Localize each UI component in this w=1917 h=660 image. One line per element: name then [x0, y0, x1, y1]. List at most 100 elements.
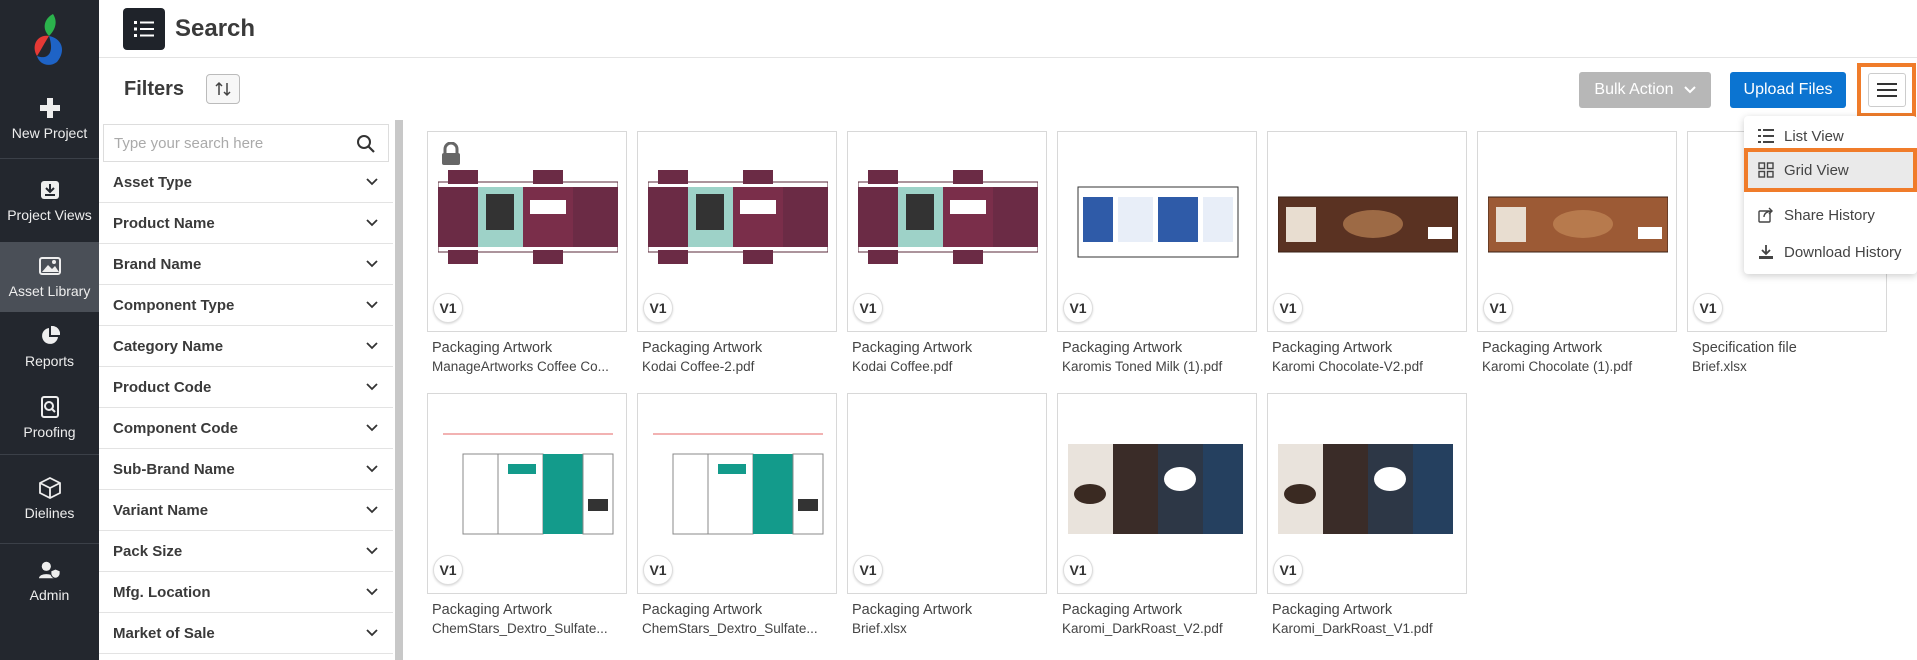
asset-filename[interactable]: Kodai Coffee-2.pdf	[642, 359, 755, 374]
version-badge: V1	[433, 293, 463, 323]
asset-filename[interactable]: Karomi_DarkRoast_V2.pdf	[1062, 621, 1223, 636]
asset-thumbnail[interactable]: V1	[427, 131, 627, 332]
asset-filename[interactable]: Karomis Toned Milk (1).pdf	[1062, 359, 1223, 374]
upload-files-button[interactable]: Upload Files	[1730, 72, 1846, 108]
filter-component-type[interactable]: Component Type	[99, 285, 393, 326]
asset-category: Specification file	[1692, 340, 1797, 356]
menu-item-label: List View	[1784, 127, 1844, 145]
asset-thumbnail[interactable]: V1	[427, 393, 627, 594]
nav-label: Reports	[24, 353, 75, 369]
bulk-action-button[interactable]: Bulk Action	[1579, 72, 1711, 108]
filter-label: Product Code	[113, 378, 212, 396]
page-title: Search	[175, 14, 256, 42]
sort-toggle-button[interactable]	[206, 74, 241, 104]
chevron-down-icon	[366, 465, 378, 473]
asset-filename[interactable]: Karomi_DarkRoast_V1.pdf	[1272, 621, 1433, 636]
filter-pack-size[interactable]: Pack Size	[99, 531, 393, 572]
grid-view-icon	[1758, 162, 1774, 178]
asset-thumbnail[interactable]: V1	[1267, 131, 1467, 332]
version-badge: V1	[1063, 555, 1093, 585]
filter-label: Component Type	[113, 296, 235, 314]
asset-thumbnail[interactable]: V1	[637, 393, 837, 594]
artwork-thumbnail	[1278, 444, 1453, 534]
pie-chart-icon	[39, 325, 61, 347]
version-badge: V1	[643, 293, 673, 323]
nav-project-views[interactable]: Project Views	[0, 159, 99, 242]
list-menu-button[interactable]	[123, 7, 165, 50]
search-icon[interactable]	[356, 134, 376, 154]
nav-dielines[interactable]: Dielines	[0, 455, 99, 543]
filter-mfg-location[interactable]: Mfg. Location	[99, 572, 393, 613]
artwork-thumbnail	[653, 433, 824, 535]
asset-filename[interactable]: Kodai Coffee.pdf	[852, 359, 953, 374]
menu-item-grid-view[interactable]: Grid View	[1744, 148, 1917, 192]
chevron-down-icon	[366, 301, 378, 309]
filter-product-code[interactable]: Product Code	[99, 367, 393, 408]
top-bar: Search	[99, 0, 1917, 58]
nav-label: Project Views	[7, 206, 92, 223]
asset-thumbnail[interactable]: V1	[847, 393, 1047, 594]
asset-thumbnail[interactable]: V1	[637, 131, 837, 332]
asset-thumbnail[interactable]: V1	[1477, 131, 1677, 332]
filter-asset-type[interactable]: Asset Type	[99, 162, 393, 203]
filter-sub-brand-name[interactable]: Sub-Brand Name	[99, 449, 393, 490]
asset-thumbnail[interactable]: V1	[1267, 393, 1467, 594]
asset-thumbnail[interactable]: V1	[847, 131, 1047, 332]
version-badge: V1	[1483, 293, 1513, 323]
logo-icon	[34, 14, 62, 65]
nav-label: Dielines	[24, 505, 75, 521]
list-view-icon	[1758, 129, 1774, 143]
filter-search-input[interactable]	[114, 134, 344, 152]
asset-thumbnail[interactable]: V1	[1057, 131, 1257, 332]
filter-brand-name[interactable]: Brand Name	[99, 244, 393, 285]
menu-item-download-history[interactable]: Download History	[1744, 234, 1917, 270]
menu-item-label: Grid View	[1784, 161, 1849, 179]
asset-filename[interactable]: Karomi Chocolate (1).pdf	[1482, 359, 1633, 374]
view-menu-button[interactable]	[1867, 73, 1906, 107]
asset-filename[interactable]: ChemStars_Dextro_Sulfate...	[432, 621, 608, 636]
nav-proofing[interactable]: Proofing	[0, 382, 99, 454]
asset-filename[interactable]: Karomi Chocolate-V2.pdf	[1272, 359, 1423, 374]
nav-reports[interactable]: Reports	[0, 312, 99, 382]
asset-category: Packaging Artwork	[642, 602, 763, 618]
filter-variant-name[interactable]: Variant Name	[99, 490, 393, 531]
nav-asset-library[interactable]: Asset Library	[0, 242, 99, 312]
asset-filename[interactable]: Brief.xlsx	[852, 621, 907, 636]
menu-item-list-view[interactable]: List View	[1744, 118, 1917, 154]
asset-filename[interactable]: ManageArtworks Coffee Co...	[432, 359, 609, 374]
asset-category: Packaging Artwork	[642, 340, 763, 356]
nav-admin[interactable]: Admin	[0, 544, 99, 618]
filter-category-name[interactable]: Category Name	[99, 326, 393, 367]
asset-thumbnail[interactable]: V1	[1057, 393, 1257, 594]
sidebar-scrollbar[interactable]	[395, 120, 403, 660]
asset-category: Packaging Artwork	[852, 602, 973, 618]
asset-filename[interactable]: Brief.xlsx	[1692, 359, 1747, 374]
filter-component-code[interactable]: Component Code	[99, 408, 393, 449]
nav-new-project[interactable]: New Project	[0, 80, 99, 158]
filter-bar: Filters Bulk Action Upload Files	[99, 58, 1917, 120]
filter-market-of-sale[interactable]: Market of Sale	[99, 613, 393, 654]
asset-category: Packaging Artwork	[1062, 340, 1183, 356]
app-logo[interactable]	[0, 0, 99, 80]
menu-item-share-history[interactable]: Share History	[1744, 197, 1917, 233]
artwork-thumbnail	[443, 433, 614, 535]
chevron-down-icon	[366, 588, 378, 596]
artwork-thumbnail	[858, 424, 1038, 544]
filter-product-name[interactable]: Product Name	[99, 203, 393, 244]
image-icon	[38, 255, 61, 277]
asset-filename[interactable]: ChemStars_Dextro_Sulfate...	[642, 621, 818, 636]
artwork-thumbnail	[648, 170, 828, 264]
filters-label: Filters	[124, 77, 185, 100]
